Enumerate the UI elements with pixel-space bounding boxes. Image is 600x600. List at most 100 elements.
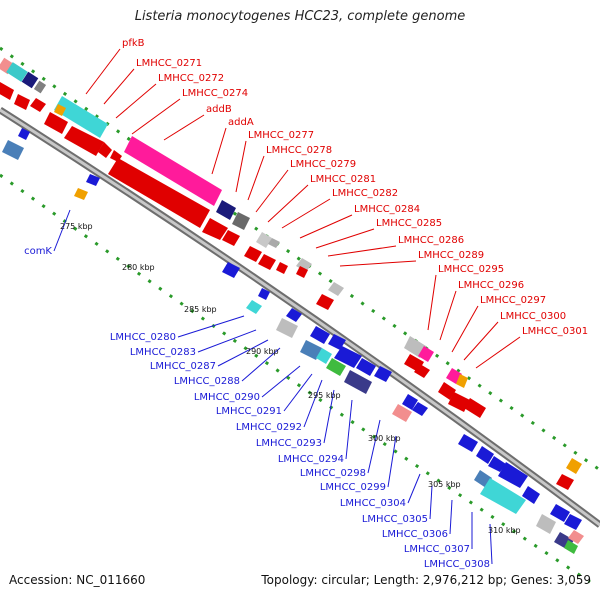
forward-leader-line — [339, 260, 417, 267]
reverse-leader-line — [449, 499, 453, 535]
tick-tracks — [0, 46, 600, 584]
forward-leader-line — [247, 155, 265, 201]
map-title: Listeria monocytogenes HCC23, complete g… — [134, 9, 466, 24]
reverse-leader-line — [489, 523, 493, 565]
forward-leader-line — [451, 305, 479, 353]
gene-arrow — [86, 174, 100, 186]
gene-box — [232, 212, 250, 230]
gene-box — [316, 348, 332, 364]
reverse-strand-genes — [2, 128, 584, 554]
inner-tick-track — [0, 173, 591, 584]
forward-leader-line — [267, 184, 309, 223]
reverse-leader-line — [407, 473, 421, 504]
reverse-gene-label: LMHCC_0293 — [256, 438, 322, 449]
accession-text: Accession: NC_011660 — [9, 573, 146, 587]
reverse-gene-label: LMHCC_0291 — [216, 406, 282, 417]
forward-gene-label: LMHCC_0281 — [310, 174, 376, 185]
reverse-gene-label: LMHCC_0306 — [382, 529, 448, 540]
gene-box — [564, 540, 578, 554]
forward-leader-line — [475, 336, 521, 369]
gene-arrow — [110, 150, 122, 162]
gene-arrow — [448, 392, 470, 412]
forward-leader-line — [315, 228, 375, 249]
gene-box — [2, 140, 24, 160]
reverse-gene-label: LMHCC_0308 — [424, 559, 490, 570]
reverse-gene-label: LMHCC_0288 — [174, 376, 240, 387]
forward-gene-label: LMHCC_0277 — [248, 130, 314, 141]
reverse-gene-label: LMHCC_0304 — [340, 498, 406, 509]
forward-leader-line — [211, 127, 227, 175]
reverse-leader-line — [261, 365, 301, 398]
gene-arrow — [402, 394, 418, 410]
forward-gene-label: addA — [228, 117, 254, 128]
reverse-leader-line — [197, 329, 257, 353]
forward-leader-line — [255, 169, 289, 213]
gene-box — [74, 188, 88, 200]
reverse-leader-line — [241, 347, 281, 382]
scale-tick-label: 300 kbp — [368, 434, 401, 443]
forward-leader-line — [235, 140, 247, 193]
gene-arrow — [244, 246, 262, 262]
reverse-leader-line — [323, 389, 335, 444]
gene-arrow — [414, 364, 430, 378]
gene-box — [300, 340, 322, 360]
scale-tick-label: 310 kbp — [488, 526, 521, 535]
forward-leader-line — [427, 274, 437, 331]
gene-arrow — [328, 334, 346, 350]
reverse-gene-labels: comKLMHCC_0280LMHCC_0283LMHCC_0287LMHCC_… — [24, 246, 490, 570]
gene-arrow — [64, 126, 104, 156]
gene-arrow — [458, 434, 478, 452]
forward-gene-label: LMHCC_0286 — [398, 235, 464, 246]
gene-box — [33, 80, 47, 94]
gene-arrow — [316, 294, 334, 310]
gene-box — [246, 300, 262, 314]
reverse-leader-line — [217, 339, 269, 367]
reverse-leader-line — [429, 485, 433, 520]
gene-arrow — [522, 486, 540, 504]
gene-box — [480, 478, 526, 514]
reverse-gene-label: LMHCC_0299 — [320, 482, 386, 493]
gene-arrow — [374, 366, 392, 382]
forward-gene-label: LMHCC_0296 — [458, 280, 524, 291]
gene-arrow — [438, 382, 456, 400]
genome-stats-text: Topology: circular; Length: 2,976,212 bp… — [261, 573, 591, 587]
gene-box — [6, 62, 28, 82]
forward-gene-label: LMHCC_0284 — [354, 204, 420, 215]
reverse-gene-label: LMHCC_0305 — [362, 514, 428, 525]
gene-arrow — [286, 308, 302, 322]
gene-box — [456, 374, 468, 388]
gene-arrow — [556, 474, 574, 490]
forward-gene-label: addB — [206, 104, 232, 115]
gene-arrow — [564, 514, 582, 530]
forward-leader-line — [463, 321, 499, 361]
genome-backbone-highlight — [0, 108, 600, 527]
reverse-gene-label: comK — [24, 246, 52, 257]
forward-gene-label: LMHCC_0297 — [480, 295, 546, 306]
gene-box — [216, 200, 236, 220]
forward-leader-line — [299, 214, 353, 239]
reverse-leader-line — [283, 373, 313, 412]
gene-arrow — [222, 230, 240, 246]
forward-gene-labels: pfkBLMHCC_0271LMHCC_0272LMHCC_0274addBad… — [122, 38, 588, 337]
gene-arrow — [296, 266, 308, 278]
reverse-gene-label: LMHCC_0287 — [150, 361, 216, 372]
reverse-leader-line — [367, 419, 381, 474]
gene-arrow — [258, 288, 270, 300]
gene-box — [328, 282, 344, 296]
gene-box — [276, 318, 298, 338]
reverse-gene-label: LMHCC_0283 — [130, 347, 196, 358]
reverse-leader-line — [177, 315, 245, 338]
gene-box — [536, 514, 556, 534]
gene-box — [326, 358, 346, 376]
reverse-leader-line — [303, 379, 323, 428]
gene-arrow — [412, 402, 428, 416]
gene-box — [568, 530, 584, 544]
gene-arrow — [222, 262, 240, 278]
gene-box — [344, 370, 372, 394]
forward-leader-line — [281, 198, 331, 229]
reverse-leader-line — [387, 435, 397, 488]
scale-tick-label: 285 kbp — [184, 305, 217, 314]
forward-leader-line — [115, 83, 157, 119]
gene-arrow — [18, 128, 30, 140]
